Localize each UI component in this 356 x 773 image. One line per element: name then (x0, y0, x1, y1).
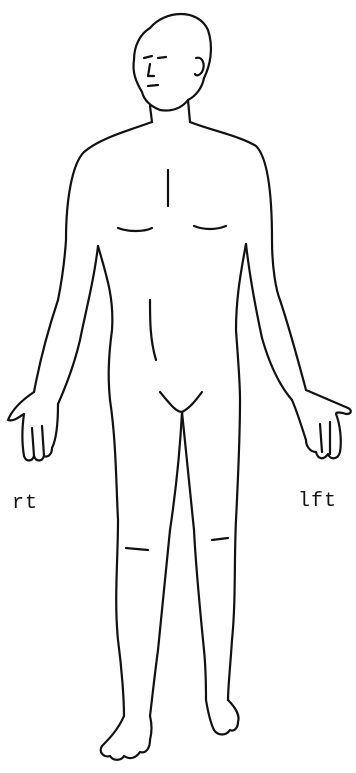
fingers-right (32, 426, 44, 456)
abdomen-line (150, 300, 156, 360)
eye-left (158, 57, 166, 58)
arm-left-inner (246, 244, 292, 400)
arm-right-outer (34, 300, 58, 392)
mouth (148, 85, 158, 86)
ear (195, 58, 204, 76)
fingers-left (320, 422, 330, 454)
pec-left (194, 226, 226, 229)
neck-left (188, 100, 190, 122)
foot-left (206, 700, 239, 735)
groin (160, 392, 202, 412)
nose (148, 64, 154, 76)
knee-left (212, 538, 228, 540)
eye-right (144, 56, 152, 58)
neck-right (150, 106, 152, 122)
pec-right (118, 228, 152, 231)
shoulder-left (190, 122, 280, 300)
leg-right-outer (110, 400, 124, 716)
leg-right-inner (150, 412, 182, 716)
right-side-label: rt (12, 492, 38, 515)
arm-left-outer (280, 300, 306, 390)
leg-left-inner (182, 412, 206, 700)
foot-right (101, 716, 152, 760)
head-outline (133, 14, 210, 111)
knee-right (126, 548, 148, 550)
torso-side-left (236, 244, 246, 400)
left-side-label: lft (298, 490, 337, 513)
torso-side-right (98, 246, 112, 400)
leg-left-outer (228, 400, 240, 700)
